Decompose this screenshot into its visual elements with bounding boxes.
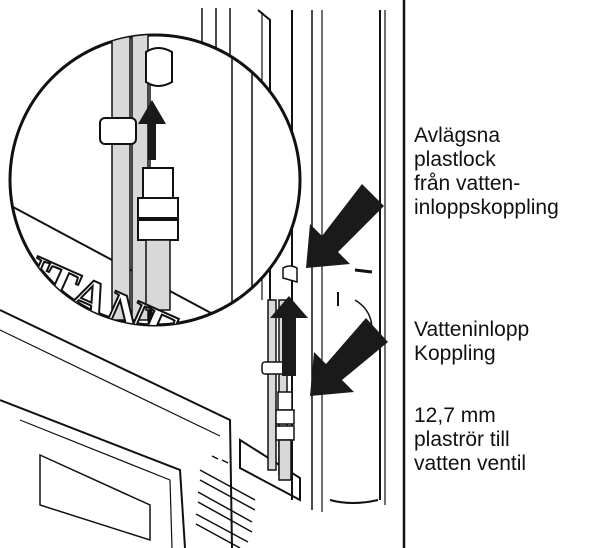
- plastic-cap: [145, 47, 173, 87]
- vent-grille: [195, 455, 256, 548]
- callout-line: 12,7 mm: [414, 404, 496, 427]
- callout-line: plastlock: [414, 148, 496, 171]
- arrow-icon: [306, 184, 384, 268]
- callout-line: Vatteninlopp: [414, 318, 530, 341]
- callout-line: plaströr till: [414, 428, 510, 451]
- remove-caps-callout: Avlägsna plastlock från vatten- inloppsk…: [414, 124, 559, 220]
- arrow-icon: [138, 100, 166, 160]
- callout-line: från vatten-: [414, 172, 521, 195]
- zoom-detail: NTANE: [8, 33, 302, 327]
- callout-line: inloppskoppling: [414, 196, 559, 219]
- callout-line: Koppling: [414, 342, 496, 365]
- zoom-tubes: [99, 35, 179, 321]
- callout-line: vatten ventil: [414, 452, 527, 475]
- callout-line: Avlägsna: [414, 124, 501, 147]
- appliance-body: [0, 0, 406, 548]
- inlet-coupling-callout: Vatteninlopp Koppling: [414, 318, 529, 366]
- arrow-icon: [310, 318, 388, 396]
- tubing-callout: 12,7 mm plaströr till vatten ventil: [414, 404, 526, 476]
- arrow-icon: [270, 296, 308, 376]
- inlet-tube-assembly: [261, 265, 298, 481]
